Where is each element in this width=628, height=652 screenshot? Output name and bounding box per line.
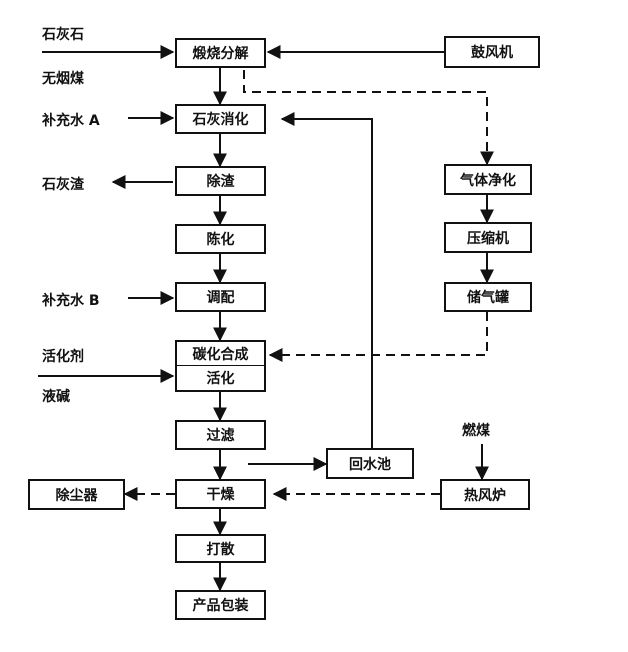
- label-limestone: 石灰石: [42, 27, 84, 43]
- box-carbonation: 碳化合成: [175, 340, 266, 366]
- box-water-return: 回水池: [326, 448, 414, 479]
- box-aging: 陈化: [175, 224, 266, 254]
- label-water-a: 补充水 A: [42, 113, 100, 129]
- box-hot-air-furnace: 热风炉: [440, 479, 530, 510]
- box-drying: 干燥: [175, 479, 266, 509]
- box-gas-tank: 储气罐: [444, 282, 532, 312]
- box-deslag: 除渣: [175, 166, 266, 196]
- box-activation: 活化: [175, 365, 266, 392]
- box-blower: 鼓风机: [444, 36, 540, 68]
- box-compressor: 压缩机: [444, 222, 532, 253]
- box-calcination: 煅烧分解: [175, 38, 266, 68]
- box-packaging: 产品包装: [175, 590, 266, 620]
- box-dust-collector: 除尘器: [28, 479, 125, 510]
- dashed-tank-carb: [268, 312, 488, 362]
- label-lime-slag: 石灰渣: [42, 177, 84, 193]
- box-blending: 调配: [175, 282, 266, 312]
- box-filtration: 过滤: [175, 420, 266, 450]
- arrow-return-slaking: [280, 112, 373, 448]
- label-activator: 活化剂: [42, 349, 84, 365]
- box-slaking: 石灰消化: [175, 104, 266, 134]
- label-anthracite: 无烟煤: [42, 71, 84, 87]
- box-dispersing: 打散: [175, 534, 266, 563]
- label-liquid-alkali: 液碱: [42, 389, 70, 405]
- label-coal: 燃煤: [462, 423, 490, 439]
- label-water-b: 补充水 B: [42, 293, 100, 309]
- box-gas-purify: 气体净化: [444, 164, 532, 195]
- dashed-calc-purify: [243, 70, 494, 166]
